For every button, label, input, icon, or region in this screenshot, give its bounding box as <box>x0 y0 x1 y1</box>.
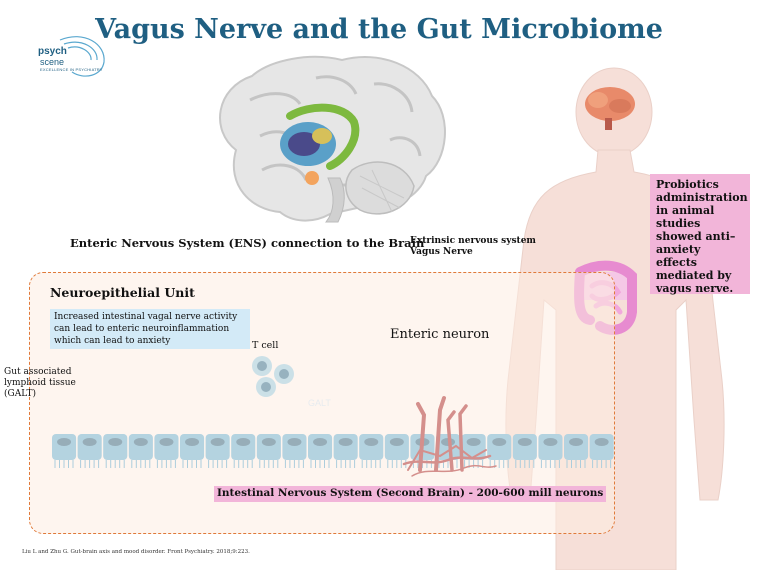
large-brain-icon <box>219 55 446 223</box>
citation: Liu L and Zhu G. Gut-brain axis and mood… <box>22 549 250 555</box>
logo-text-psych: psych <box>38 46 67 57</box>
intestinal-nervous-system-label: Intestinal Nervous System (Second Brain)… <box>214 486 607 502</box>
extrinsic-line2: Vagus Nerve <box>410 247 473 257</box>
logo-text-scene: scene <box>40 57 65 67</box>
probiotics-callout: Probiotics administration in animal stud… <box>650 174 750 295</box>
vagal-activity-callout: Increased intestinal vagal nerve activit… <box>50 309 250 349</box>
logo-tagline: EXCELLENCE IN PSYCHIATRY <box>40 67 103 72</box>
ens-connection-label: Enteric Nervous System (ENS) connection … <box>70 236 425 250</box>
psych-scene-logo-swirl <box>59 36 105 77</box>
t-cell-label: T cell <box>252 340 279 351</box>
extrinsic-nervous-label: Extrinsic nervous system Vagus Nerve <box>410 236 536 258</box>
small-brain-icon <box>585 87 635 130</box>
galt-watermark: GALT <box>308 398 331 408</box>
galt-label: Gut associated lymphoid tissue (GALT) <box>4 367 76 399</box>
enteric-neuron-label: Enteric neuron <box>390 327 490 342</box>
neuroepithelial-unit-title: Neuroepithelial Unit <box>50 285 195 300</box>
page-title: Vagus Nerve and the Gut Microbiome <box>95 14 663 45</box>
extrinsic-line1: Extrinsic nervous system <box>410 236 536 246</box>
